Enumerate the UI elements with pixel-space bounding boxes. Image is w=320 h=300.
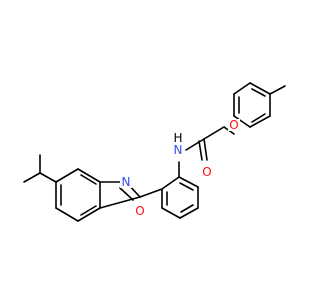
bond — [249, 82, 271, 95]
bond — [233, 115, 251, 128]
atom-labels: N O N H O O — [120, 118, 240, 218]
bond — [269, 85, 286, 95]
label-mask — [120, 176, 132, 188]
bond — [77, 168, 101, 183]
label-mask — [134, 205, 146, 217]
bond — [55, 207, 79, 222]
label-mask — [228, 119, 240, 131]
bond — [203, 126, 225, 140]
molecule-structure: N O N H O O — [23, 82, 286, 222]
bond — [23, 172, 41, 183]
bond — [179, 182, 194, 191]
molecule-diagram: N O N H O O — [23, 82, 286, 222]
amide-hydrogen-label: H — [173, 131, 182, 145]
ether-oxygen-label: O — [229, 118, 238, 132]
bond — [180, 204, 194, 213]
oxazole-oxygen-label: O — [135, 204, 144, 218]
bond — [251, 113, 266, 123]
bond — [161, 207, 181, 219]
bond — [119, 187, 134, 201]
bond — [55, 168, 79, 183]
bond — [80, 174, 97, 185]
bond — [99, 196, 141, 209]
bond — [178, 176, 199, 188]
bond — [251, 88, 266, 97]
bond — [80, 205, 97, 216]
carbonyl-oxygen-label: O — [202, 165, 211, 179]
bond — [161, 176, 180, 190]
bond — [77, 207, 101, 222]
bond — [185, 138, 205, 151]
bond-lines — [23, 82, 286, 222]
bond — [249, 115, 271, 128]
bond — [139, 188, 163, 198]
bond — [203, 138, 208, 161]
bond — [198, 140, 203, 161]
bond — [179, 207, 199, 219]
bond — [233, 82, 251, 95]
bond — [39, 172, 57, 183]
oxazole-nitrogen-label: N — [122, 175, 131, 189]
amide-nitrogen-label: N — [174, 143, 183, 157]
